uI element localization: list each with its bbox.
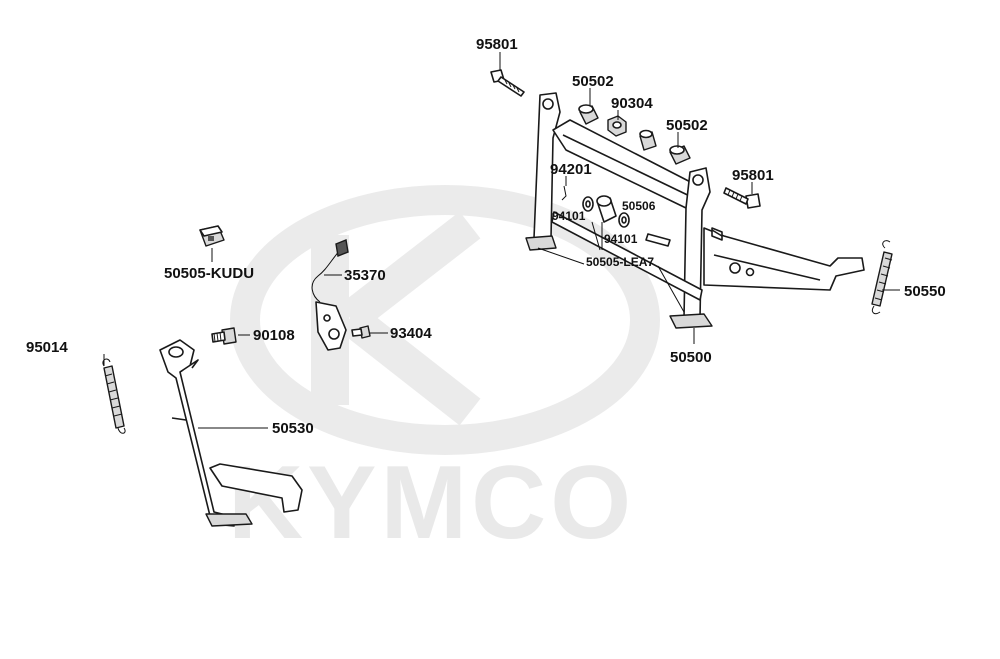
label-50505-kudu: 50505-KUDU bbox=[164, 265, 254, 282]
collar-left-icon bbox=[578, 104, 599, 125]
label-95014: 95014 bbox=[26, 339, 68, 356]
washer-right-icon bbox=[618, 212, 630, 228]
label-35370: 35370 bbox=[344, 267, 386, 284]
label-50506: 50506 bbox=[622, 199, 656, 213]
pivot-collar-icon bbox=[596, 195, 617, 223]
main-stand-spring-icon bbox=[871, 240, 893, 315]
side-stand-drawing bbox=[159, 339, 303, 527]
leader-lines bbox=[103, 52, 900, 429]
spacer-icon bbox=[639, 129, 657, 151]
nut-icon bbox=[607, 115, 627, 137]
label-50530: 50530 bbox=[272, 420, 314, 437]
rubber-bumper-side-icon bbox=[199, 225, 225, 247]
label-94101-left: 94101 bbox=[552, 209, 586, 223]
label-95801-upper: 95801 bbox=[476, 36, 518, 53]
label-50502-right: 50502 bbox=[666, 117, 708, 134]
washer-left-icon bbox=[582, 196, 594, 212]
label-50502-left: 50502 bbox=[572, 73, 614, 90]
label-94101-right: 94101 bbox=[604, 232, 638, 246]
screw-icon bbox=[211, 327, 237, 345]
kymco-watermark: KYMCO bbox=[228, 185, 660, 561]
cotter-pin-icon bbox=[561, 185, 567, 201]
small-screw-icon bbox=[351, 325, 371, 339]
label-50505-lea7: 50505-LEA7 bbox=[586, 255, 654, 269]
part-labels: 95801 50502 90304 50502 95801 94201 9410… bbox=[26, 36, 946, 437]
collar-right-icon bbox=[669, 145, 691, 165]
label-93404: 93404 bbox=[390, 325, 432, 342]
label-50550: 50550 bbox=[904, 283, 946, 300]
bolt-right-icon bbox=[723, 187, 761, 209]
label-90108: 90108 bbox=[253, 327, 295, 344]
label-95801-right: 95801 bbox=[732, 167, 774, 184]
bolt-upper-left-icon bbox=[490, 69, 525, 97]
side-stand-switch-icon bbox=[311, 239, 349, 351]
label-94201: 94201 bbox=[550, 161, 592, 178]
label-50500: 50500 bbox=[670, 349, 712, 366]
label-90304: 90304 bbox=[611, 95, 653, 112]
side-stand-spring-icon bbox=[102, 358, 126, 434]
